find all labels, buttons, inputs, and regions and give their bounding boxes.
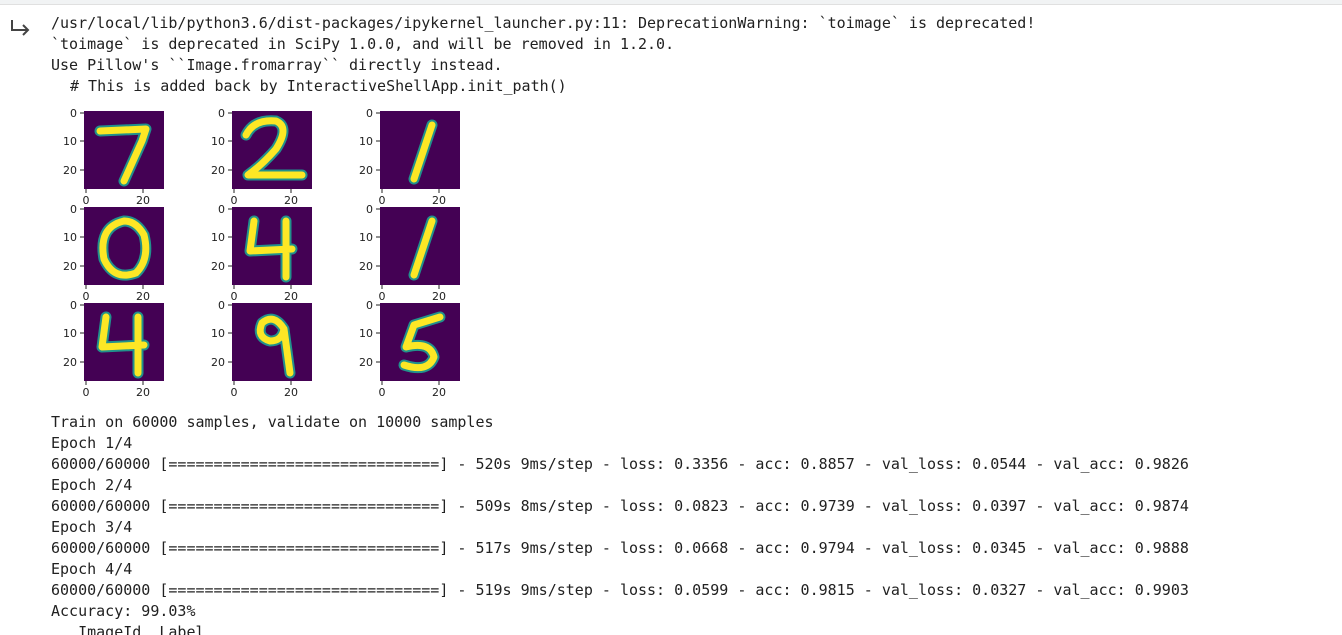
y-tick-label: 20 — [359, 164, 373, 177]
digit-stroke — [410, 121, 436, 183]
y-tick-label: 10 — [359, 231, 373, 244]
x-tick-label: 0 — [83, 290, 90, 303]
epoch-header: Epoch 3/4 — [51, 518, 133, 536]
y-tick-label: 20 — [211, 356, 225, 369]
x-tick-label: 0 — [231, 290, 238, 303]
digit-stroke — [400, 313, 444, 372]
x-tick-label: 0 — [379, 290, 386, 303]
x-tick-label: 0 — [231, 194, 238, 207]
y-tick-label: 0 — [70, 107, 77, 120]
y-tick-label: 20 — [359, 356, 373, 369]
y-tick-label: 20 — [359, 260, 373, 273]
x-tick-label: 0 — [379, 194, 386, 207]
digits-figure: 0 10 20 0 20 0 10 20 0 20 0 10 20 0 20 0 10 20 0 20 0 10 20 0 20… — [63, 107, 460, 399]
digit-stroke — [99, 217, 150, 279]
y-tick-label: 0 — [70, 203, 77, 216]
y-tick-label: 20 — [211, 260, 225, 273]
y-tick-label: 10 — [63, 327, 77, 340]
accuracy-line: Accuracy: 99.03% — [51, 602, 196, 620]
digit-stroke — [410, 217, 436, 279]
warning-line: /usr/local/lib/python3.6/dist-packages/i… — [51, 14, 1036, 32]
digit-stroke — [98, 313, 148, 377]
y-tick-label: 0 — [366, 107, 373, 120]
y-tick-label: 0 — [218, 107, 225, 120]
y-tick-label: 10 — [359, 327, 373, 340]
cell-top-border — [0, 0, 1342, 5]
x-tick-label: 20 — [284, 386, 298, 399]
x-tick-label: 20 — [136, 194, 150, 207]
x-tick-label: 20 — [432, 386, 446, 399]
y-tick-label: 20 — [211, 164, 225, 177]
epoch-progress-line: 60000/60000 [===========================… — [51, 455, 1189, 473]
epoch-header: Epoch 1/4 — [51, 434, 133, 452]
digit-stroke — [246, 217, 296, 281]
y-tick-label: 10 — [211, 135, 225, 148]
digits-plot-grid: 0 10 20 0 20 0 10 20 0 20 0 10 20 0 20 0 10 20 0 20 0 10 20 0 20… — [40, 100, 480, 414]
output-arrow-icon[interactable] — [8, 16, 34, 38]
epoch-header: Epoch 2/4 — [51, 476, 133, 494]
x-tick-label: 0 — [83, 194, 90, 207]
x-tick-label: 20 — [136, 290, 150, 303]
y-tick-label: 10 — [211, 231, 225, 244]
epoch-progress-line: 60000/60000 [===========================… — [51, 581, 1189, 599]
x-tick-label: 0 — [83, 386, 90, 399]
y-tick-label: 10 — [63, 135, 77, 148]
x-tick-label: 20 — [284, 194, 298, 207]
epoch-progress-line: 60000/60000 [===========================… — [51, 497, 1189, 515]
x-tick-label: 20 — [284, 290, 298, 303]
x-tick-label: 20 — [432, 290, 446, 303]
y-tick-label: 20 — [63, 356, 77, 369]
warning-line: Use Pillow's ``Image.fromarray`` directl… — [51, 56, 503, 74]
epoch-header: Epoch 4/4 — [51, 560, 133, 578]
y-tick-label: 0 — [218, 203, 225, 216]
digit-stroke — [242, 117, 306, 179]
y-tick-label: 10 — [63, 231, 77, 244]
y-tick-label: 10 — [359, 135, 373, 148]
x-tick-label: 20 — [432, 194, 446, 207]
y-tick-label: 0 — [366, 203, 373, 216]
y-tick-label: 0 — [70, 299, 77, 312]
y-tick-label: 0 — [366, 299, 373, 312]
warning-line: `toimage` is deprecated in SciPy 1.0.0, … — [51, 35, 675, 53]
x-tick-label: 0 — [379, 386, 386, 399]
digit-stroke — [256, 315, 294, 377]
warning-line: # This is added back by InteractiveShell… — [70, 77, 567, 95]
y-tick-label: 10 — [211, 327, 225, 340]
digit-stroke — [96, 125, 150, 185]
epoch-progress-line: 60000/60000 [===========================… — [51, 539, 1189, 557]
x-tick-label: 20 — [136, 386, 150, 399]
x-tick-label: 0 — [231, 386, 238, 399]
y-tick-label: 20 — [63, 260, 77, 273]
y-tick-label: 20 — [63, 164, 77, 177]
train-info-line: Train on 60000 samples, validate on 1000… — [51, 413, 494, 431]
y-tick-label: 0 — [218, 299, 225, 312]
dataframe-header-partial: ImageId Label — [51, 623, 205, 635]
